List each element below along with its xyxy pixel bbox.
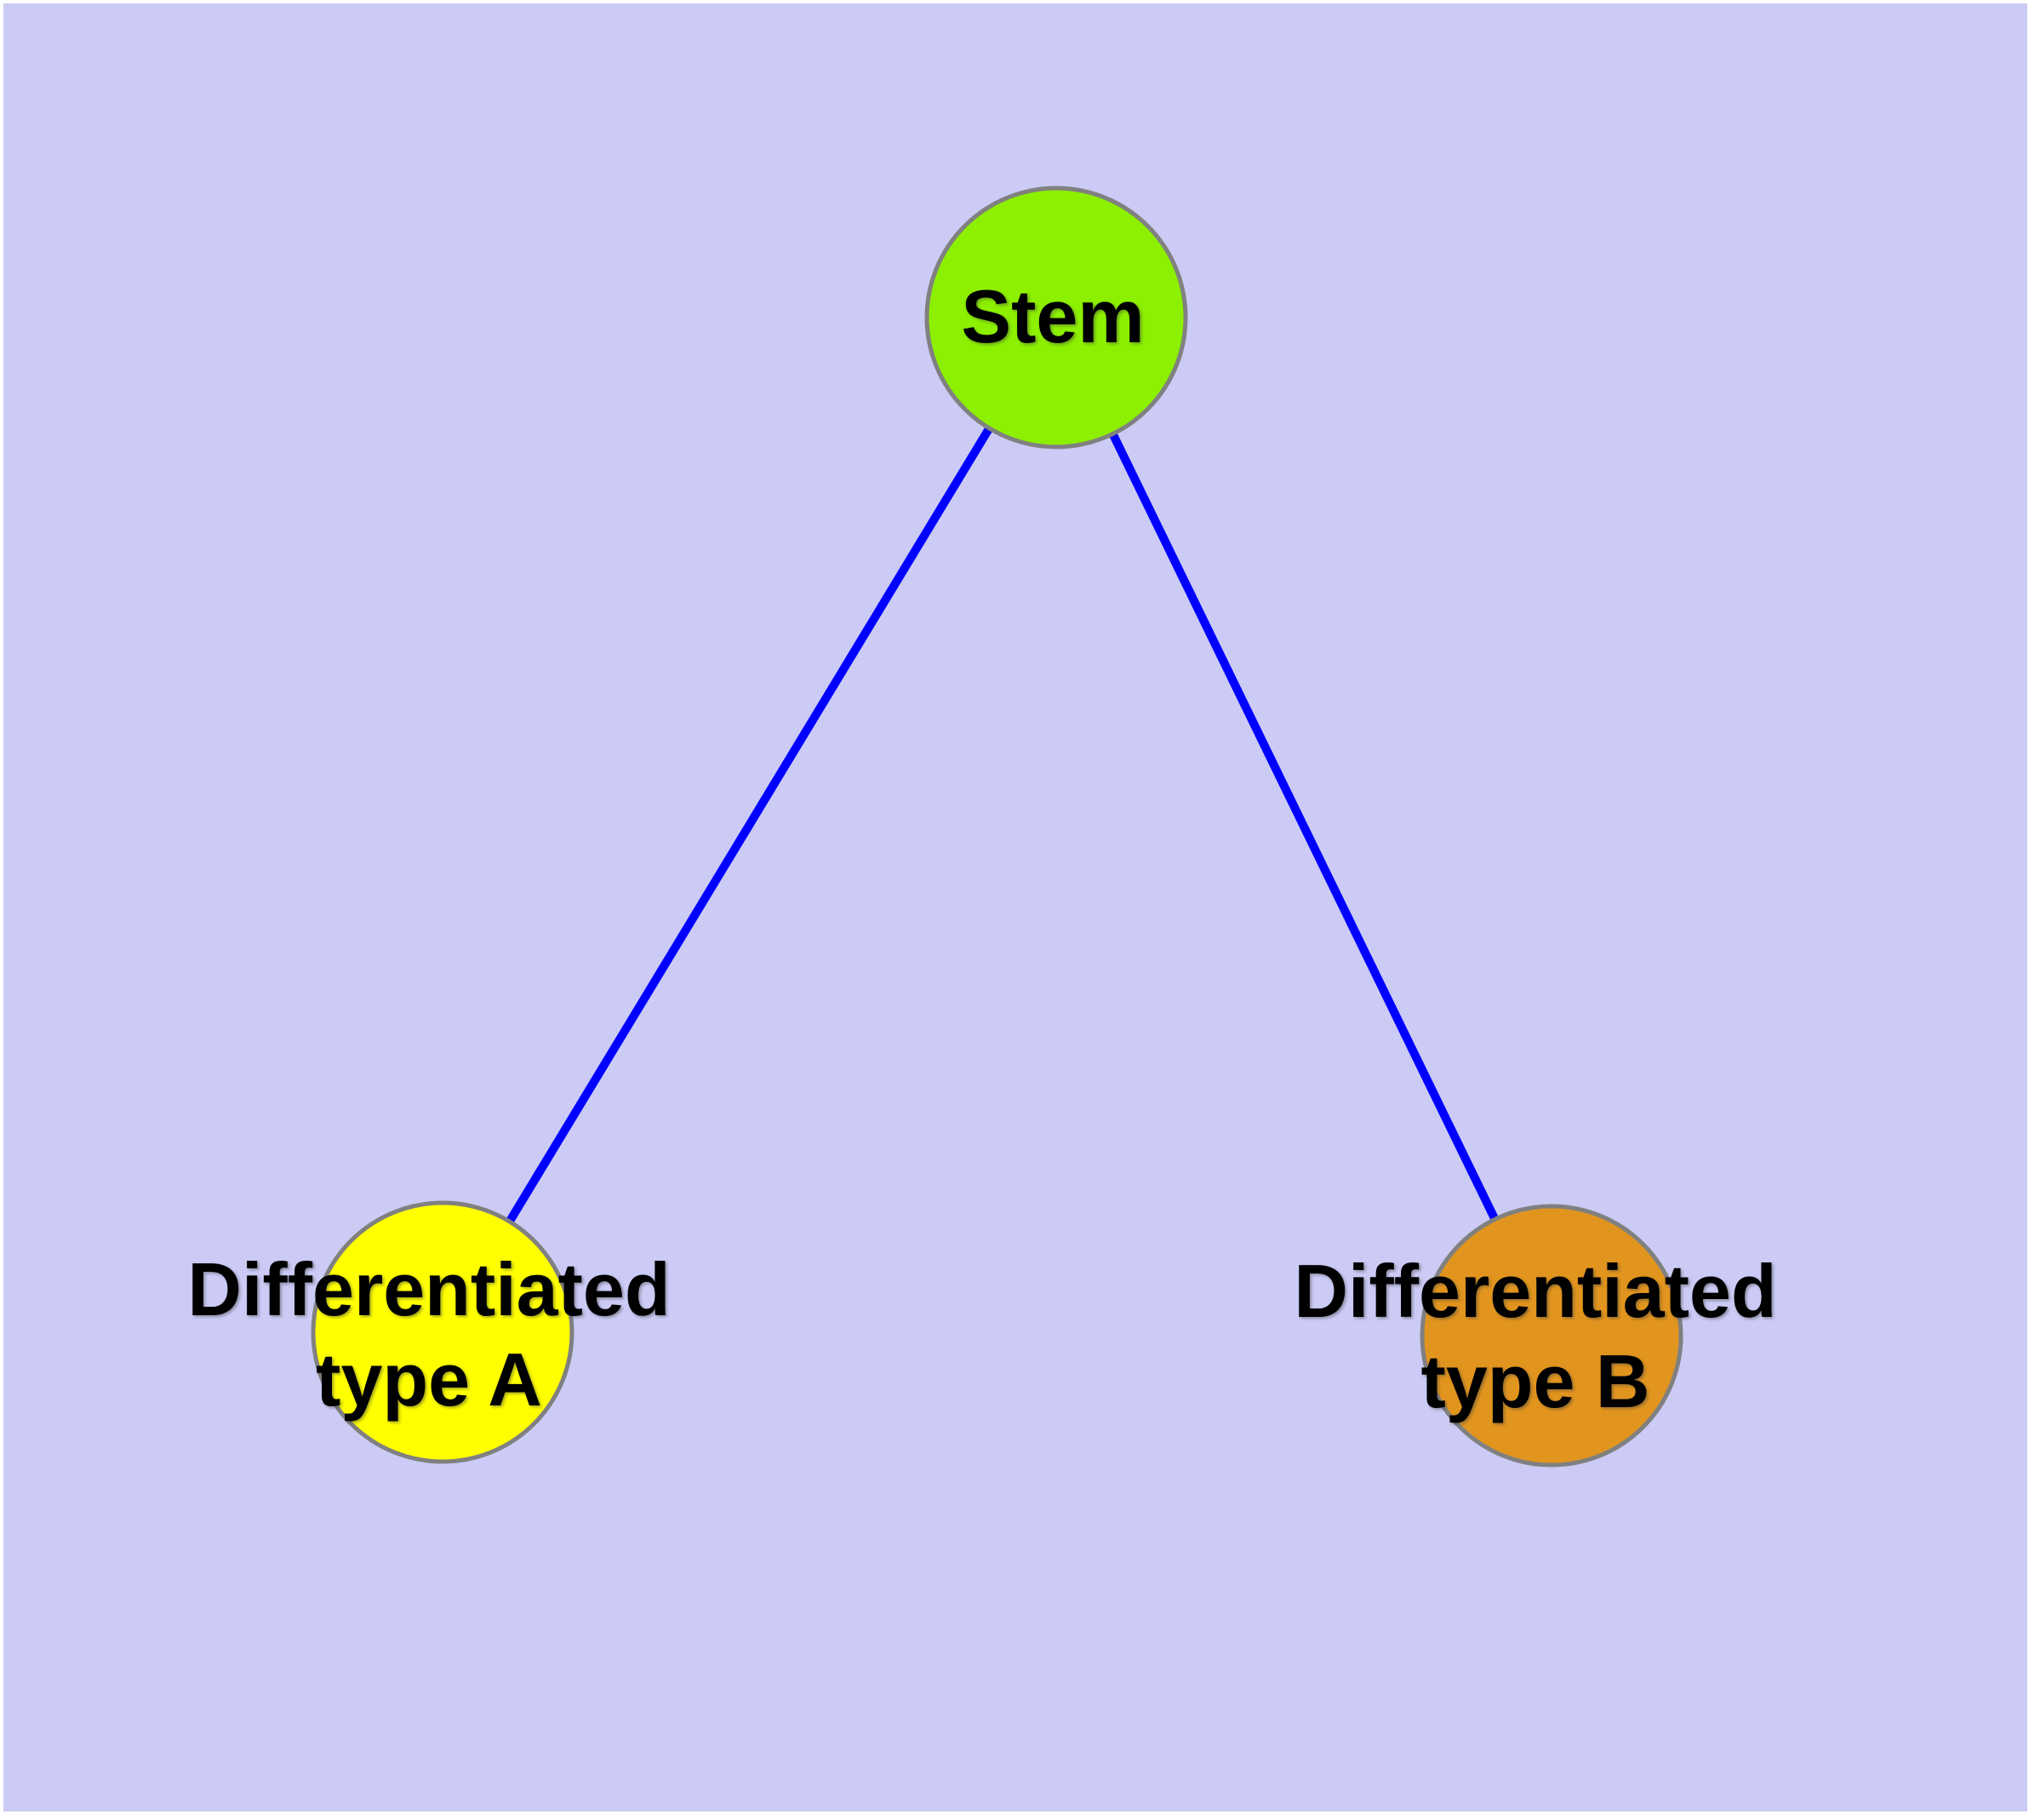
node-stem-circle (924, 186, 1188, 449)
node-differentiated-type-b-label: Differentiated type B (1294, 1249, 1777, 1423)
node-differentiated-type-b-circle (1420, 1204, 1683, 1468)
edge-stem-to-type-b (1052, 315, 1556, 1338)
node-differentiated-type-a-label: Differentiated type A (187, 1247, 671, 1422)
edge-stem-to-type-a (438, 315, 1060, 1335)
node-stem-label: Stem (961, 274, 1145, 358)
node-differentiated-type-a-circle (311, 1200, 574, 1464)
